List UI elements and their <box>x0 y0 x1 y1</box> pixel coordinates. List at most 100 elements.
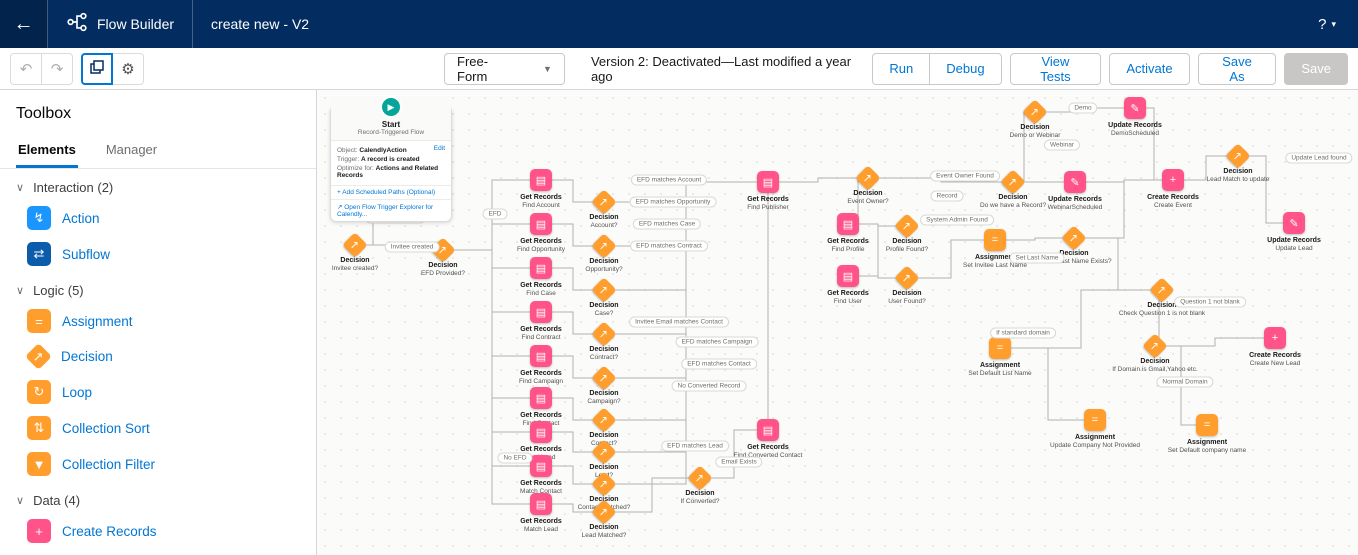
node-type-label: Decision <box>589 302 619 309</box>
start-edit-link[interactable]: Edit <box>433 145 445 152</box>
node-name-label: Opportunity? <box>585 266 623 274</box>
action-element-icon: ↯ <box>27 206 51 230</box>
toolbox-section-header[interactable]: ∨Data (4) <box>0 482 316 513</box>
back-arrow-icon: ← <box>13 12 34 35</box>
debug-button[interactable]: Debug <box>929 52 1002 85</box>
assignment-node-icon: = <box>984 229 1006 251</box>
toolbox-item-create-records[interactable]: +Create Records <box>0 513 316 549</box>
help-menu[interactable]: ? ▾ <box>1318 16 1358 33</box>
toolbox-item-loop[interactable]: ↻Loop <box>0 374 316 410</box>
add-scheduled-paths-link[interactable]: + Add Scheduled Paths (Optional) <box>331 186 451 200</box>
node-name-label: Find User <box>833 298 863 306</box>
node-type-label: Get Records <box>520 480 562 487</box>
node-name-label: Account? <box>590 222 618 230</box>
start-body: Edit Object: CalendlyAction Trigger: A r… <box>331 141 451 186</box>
toolbox-section-header[interactable]: ∨Interaction (2) <box>0 169 316 200</box>
settings-button[interactable]: ⚙ <box>112 52 144 85</box>
flow-canvas[interactable]: ▶ Start Record-Triggered Flow Edit Objec… <box>317 90 1358 555</box>
node-type-label: Decision <box>1059 250 1089 257</box>
edge-label: No Converted Record <box>671 380 747 392</box>
decision-node-icon: ↗ <box>591 233 617 259</box>
copy-elements-button[interactable] <box>81 52 113 85</box>
view-tests-button[interactable]: View Tests <box>1009 52 1102 85</box>
toolbox-item-subflow[interactable]: ⇄Subflow <box>0 236 316 272</box>
node-name-label: If Domain is Gmail,Yahoo etc. <box>1112 366 1198 374</box>
assignment-element-icon: = <box>27 309 51 333</box>
toolbox-item-assignment[interactable]: = Assignment <box>0 303 316 339</box>
node-type-label: Assignment <box>979 362 1021 369</box>
flow-edge <box>541 223 604 246</box>
node-type-label: Decision <box>589 258 619 265</box>
flow-edge <box>604 182 768 485</box>
decision-node-icon: ↗ <box>1022 99 1048 125</box>
undo-button[interactable]: ↶ <box>10 52 42 85</box>
get-node-icon: ▤ <box>530 257 552 279</box>
toolbox-item-label: Assignment <box>62 313 133 329</box>
run-button[interactable]: Run <box>872 52 931 85</box>
start-trigger-row: Trigger: A record is created <box>337 156 420 163</box>
save-as-button[interactable]: Save As <box>1197 52 1277 85</box>
decision-node-icon: ↗ <box>591 439 617 465</box>
flow-start-node[interactable]: ▶ Start Record-Triggered Flow Edit Objec… <box>330 96 452 222</box>
get-node-icon: ▤ <box>530 387 552 409</box>
back-button[interactable]: ← <box>0 0 48 48</box>
flow-trigger-explorer-link[interactable]: ↗ Open Flow Trigger Explorer for Calendl… <box>337 204 434 218</box>
decision-node-icon: ↗ <box>855 165 881 191</box>
toolbox-item-action[interactable]: ↯Action <box>0 200 316 236</box>
toolbox-section-header[interactable]: ∨Logic (5) <box>0 272 316 303</box>
toolbox-item-label: Collection Sort <box>62 420 150 436</box>
toolbox-sections: ∨Interaction (2)↯Action⇄Subflow∨Logic (5… <box>0 169 316 555</box>
node-name-label: Demo or Webinar <box>1009 132 1061 140</box>
redo-button[interactable]: ↷ <box>41 52 73 85</box>
node-name-label: User Found? <box>888 298 926 306</box>
decision-node-icon: ↗ <box>591 321 617 347</box>
node-name-label: Invitee Last Name Exists? <box>1036 258 1112 266</box>
flow-edge <box>541 503 604 512</box>
node-type-label: Decision <box>589 214 619 221</box>
toolbox-item-decision[interactable]: ↗Decision <box>0 339 316 374</box>
main-area: Toolbox Elements Manager ∨Interaction (2… <box>0 90 1358 555</box>
save-button[interactable]: Save <box>1284 52 1348 85</box>
node-type-label: Assignment <box>1074 434 1116 441</box>
tab-elements[interactable]: Elements <box>16 135 78 168</box>
get-node-icon: ▤ <box>837 265 859 287</box>
layout-mode-select[interactable]: Free-Form ▼ <box>444 52 565 85</box>
activate-button[interactable]: Activate <box>1109 52 1190 85</box>
toolbox-item-update-records[interactable]: ✎Update Records <box>0 549 316 555</box>
node-type-label: Decision <box>892 238 922 245</box>
toolbox-item-collection-sort[interactable]: ⇅Collection Sort <box>0 410 316 446</box>
gear-icon: ⚙ <box>121 60 135 78</box>
node-type-label: Decision <box>998 194 1028 201</box>
tab-manager[interactable]: Manager <box>105 142 158 157</box>
flow-edge <box>541 431 604 452</box>
get-node-icon: ▤ <box>530 455 552 477</box>
toolbox-item-collection-filter[interactable]: ▼Collection Filter <box>0 446 316 482</box>
